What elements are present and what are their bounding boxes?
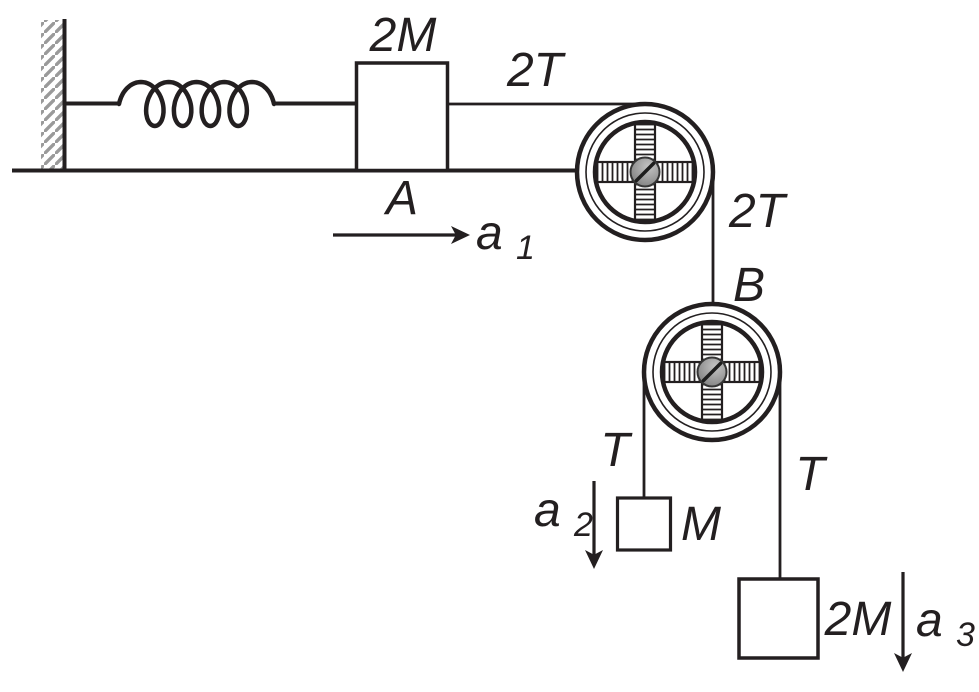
label-accel-a2: a 2 xyxy=(534,484,593,544)
label-accel-a3-sub: 3 xyxy=(956,616,975,654)
label-accel-a1: a 1 xyxy=(476,207,535,267)
label-accel-a1-sub: 1 xyxy=(516,229,535,267)
pulley-b xyxy=(644,304,780,440)
wall-hatching xyxy=(41,20,64,171)
label-accel-a2-sub: 2 xyxy=(573,506,593,544)
label-tension-t-right: T xyxy=(795,448,828,501)
arrow-a1 xyxy=(333,226,470,244)
label-accel-a2-base: a xyxy=(534,484,561,537)
block-2m xyxy=(737,577,820,660)
label-accel-a1-base: a xyxy=(476,207,503,260)
block-a xyxy=(354,61,450,173)
label-accel-a3-base: a xyxy=(916,594,943,647)
label-tension-2t-right: 2T xyxy=(728,185,789,238)
label-accel-a3: a 3 xyxy=(916,594,975,654)
pulley-a xyxy=(577,104,713,240)
block-m xyxy=(615,496,673,552)
label-pulley-b: B xyxy=(733,259,765,312)
label-block-m-mass: M xyxy=(681,498,721,551)
label-tension-t-left: T xyxy=(600,424,633,477)
label-tension-2t-top: 2T xyxy=(506,44,567,97)
label-block-2m-mass: 2M xyxy=(824,593,892,646)
spring xyxy=(116,79,277,129)
arrow-a3 xyxy=(894,572,912,672)
label-block-a-name: A xyxy=(383,172,418,225)
label-block-a-mass: 2M xyxy=(369,9,437,62)
arrow-a2 xyxy=(585,481,603,569)
